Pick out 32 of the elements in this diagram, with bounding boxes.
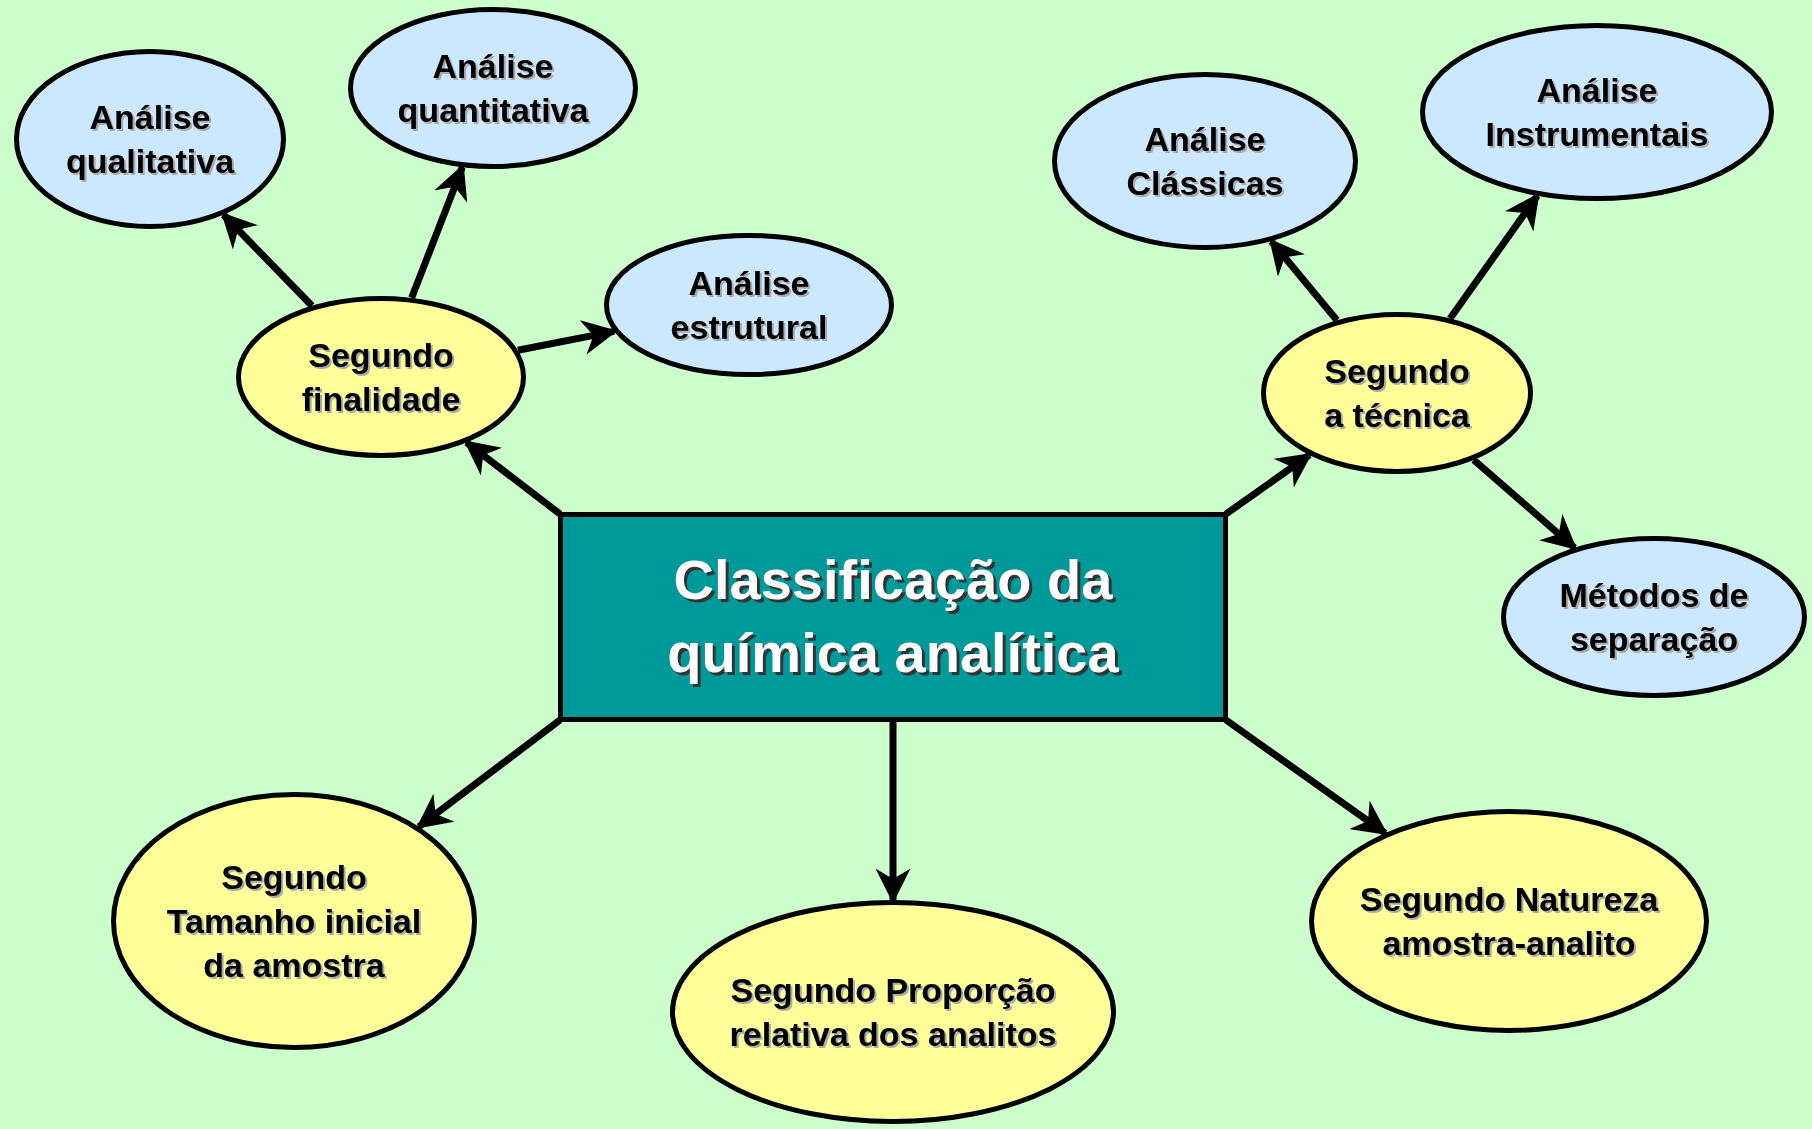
node-label: Análise Instrumentais xyxy=(1484,69,1710,155)
ellipse-node xyxy=(111,792,477,1050)
ellipse-node xyxy=(670,900,1116,1124)
node-label: Segundo Proporção relativa dos analitos xyxy=(728,969,1058,1055)
ellipse-node xyxy=(348,7,638,169)
arrow xyxy=(416,717,563,830)
node-label: Análise quantitativa xyxy=(396,45,590,131)
ellipse-node xyxy=(604,233,894,377)
arrow xyxy=(1268,238,1340,323)
node-label: Análise qualitativa xyxy=(64,96,236,182)
ellipse-node xyxy=(236,296,526,458)
arrow xyxy=(517,320,618,355)
ellipse-node xyxy=(1309,809,1709,1033)
ellipse-node xyxy=(1052,72,1358,250)
arrow xyxy=(1223,717,1388,836)
title-text: Classificação da química analítica xyxy=(666,547,1120,686)
node-label: Análise Clássicas xyxy=(1125,118,1285,204)
ellipse-node xyxy=(1261,312,1533,474)
node-label: Métodos de separação xyxy=(1558,574,1750,660)
ellipse-node xyxy=(1420,23,1774,201)
node-label: Segundo finalidade xyxy=(300,334,462,420)
node-label: Segundo a técnica xyxy=(1323,350,1471,436)
title-box xyxy=(558,512,1228,722)
node-label: Análise estrutural xyxy=(669,262,829,348)
node-label: Segundo Natureza amostra-analito xyxy=(1358,878,1660,964)
ellipse-node xyxy=(1501,536,1807,698)
arrow xyxy=(221,212,315,309)
arrow xyxy=(1471,457,1578,551)
arrow xyxy=(1223,452,1313,517)
arrow xyxy=(463,439,563,517)
ellipse-node xyxy=(14,49,286,229)
node-label: Segundo Tamanho inicial da amostra xyxy=(165,856,423,987)
